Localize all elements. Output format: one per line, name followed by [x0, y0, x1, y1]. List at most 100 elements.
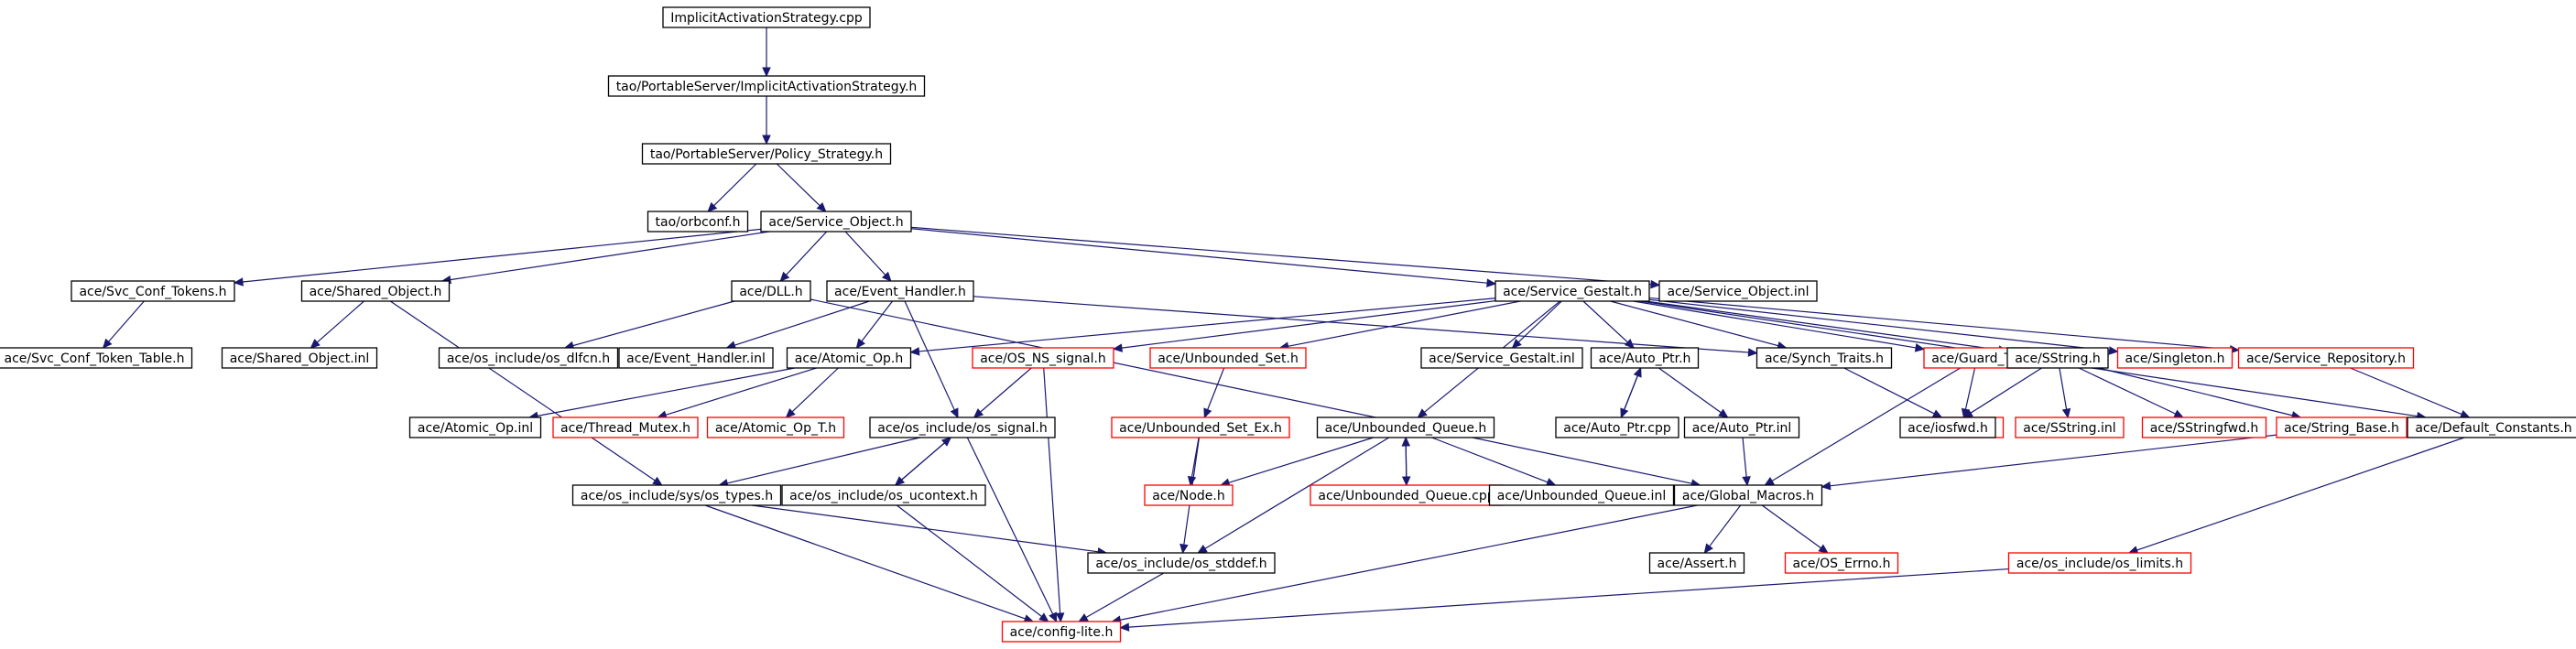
arrowhead-icon: [1931, 409, 1943, 418]
edge-line: [450, 231, 770, 281]
node-box: [826, 280, 974, 302]
node-ace-assert-h[interactable]: ace/Assert.h: [1648, 552, 1745, 574]
node-ace-os-include-os-dlfcn-h[interactable]: ace/os_include/os_dlfcn.h: [438, 347, 619, 369]
arrowhead-icon: [1742, 476, 1751, 487]
node-ace-event-handler-h[interactable]: ace/Event_Handler.h: [826, 280, 974, 302]
node-ace-node-h[interactable]: ace/Node.h: [1144, 484, 1234, 506]
edge-line: [776, 163, 821, 207]
node-ace-shared-object-h[interactable]: ace/Shared_Object.h: [300, 280, 451, 302]
node-label: ace/os_include/os_dlfcn.h: [447, 352, 610, 366]
node-ace-thread-mutex-h[interactable]: ace/Thread_Mutex.h: [552, 416, 699, 438]
node-box: [221, 347, 378, 369]
node-label: ace/DLL.h: [739, 285, 802, 299]
node-ace-shared-object-inl[interactable]: ace/Shared_Object.inl: [221, 347, 378, 369]
arrowhead-icon: [950, 407, 959, 419]
node-box: [1420, 347, 1583, 369]
edge-line: [844, 231, 886, 276]
node-box: [1658, 280, 1818, 302]
edges-layer: [102, 27, 2471, 632]
node-label: ace/Svc_Conf_Tokens.h: [79, 285, 226, 299]
node-ace-guard-t-h[interactable]: ace/Guard_T.h: [1923, 347, 2031, 369]
node-box: [552, 416, 699, 438]
edge-n39-n49: [704, 504, 1035, 623]
arrowhead-icon: [652, 476, 663, 486]
node-ace-event-handler-inl[interactable]: ace/Event_Handler.inl: [618, 347, 774, 369]
node-ace-auto-ptr-h[interactable]: ace/Auto_Ptr.h: [1590, 347, 1700, 369]
node-ace-sstring-inl[interactable]: ace/SString.inl: [2015, 416, 2125, 438]
node-box: [1648, 552, 1745, 574]
node-ace-unbounded-set-ex-h[interactable]: ace/Unbounded_Set_Ex.h: [1111, 416, 1290, 438]
node-ace-os-include-os-stddef-h[interactable]: ace/os_include/os_stddef.h: [1087, 552, 1276, 574]
node-ace-service-object-h[interactable]: ace/Service_Object.h: [760, 211, 912, 233]
arrowhead-icon: [1747, 348, 1758, 357]
node-ace-atomic-op-inl[interactable]: ace/Atomic_Op.inl: [408, 416, 542, 438]
node-ace-global-macros-h[interactable]: ace/Global_Macros.h: [1673, 484, 1823, 506]
edge-line: [1633, 300, 1917, 349]
arrowhead-icon: [1821, 481, 1831, 491]
edge-line: [108, 300, 145, 342]
node-ace-synch-traits-h[interactable]: ace/Synch_Traits.h: [1755, 347, 1893, 369]
node-ace-unbounded-queue-inl[interactable]: ace/Unbounded_Queue.inl: [1488, 484, 1675, 506]
node-ace-os-ns-signal-h[interactable]: ace/OS_NS_signal.h: [972, 347, 1114, 369]
arrowhead-icon: [1078, 613, 1089, 622]
node-ace-unbounded-set-h[interactable]: ace/Unbounded_Set.h: [1149, 347, 1307, 369]
edge-n44-n46: [1703, 504, 1742, 554]
node-ace-service-repository-h[interactable]: ace/Service_Repository.h: [2237, 347, 2415, 369]
nodes-layer: ImplicitActivationStrategy.cpp tao/Portab…: [0, 6, 2576, 643]
edge-n28-n39: [718, 437, 920, 488]
node-ace-svc-conf-tokens-h[interactable]: ace/Svc_Conf_Tokens.h: [71, 280, 235, 302]
arrowhead-icon: [1187, 475, 1197, 487]
node-label: ace/Service_Repository.h: [2246, 352, 2406, 366]
node-box: [2015, 416, 2125, 438]
node-ace-dll-h[interactable]: ace/DLL.h: [731, 280, 811, 302]
node-ace-auto-ptr-cpp[interactable]: ace/Auto_Ptr.cpp: [1555, 416, 1679, 438]
node-label: ace/Auto_Ptr.cpp: [1563, 421, 1671, 436]
node-ace-sstringfwd-h[interactable]: ace/SStringfwd.h: [2141, 416, 2267, 438]
node-ace-config-lite-h[interactable]: ace/config-lite.h: [1001, 621, 1122, 643]
node-ace-unbounded-queue-h[interactable]: ace/Unbounded_Queue.h: [1316, 416, 1495, 438]
node-ace-atomic-op-h[interactable]: ace/Atomic_Op.h: [786, 347, 912, 369]
node-ace-string-base-h[interactable]: ace/String_Base.h: [2276, 416, 2408, 438]
node-ace-iosfwd-h[interactable]: ace/iosfwd.h: [1899, 416, 1996, 438]
node-ace-auto-ptr-inl[interactable]: ace/Auto_Ptr.inl: [1683, 416, 1800, 438]
node-label: ImplicitActivationStrategy.cpp: [670, 11, 863, 26]
node-box: [2007, 552, 2192, 574]
edge-n4-n10: [910, 226, 1661, 289]
node-label: ace/SStringfwd.h: [2150, 421, 2259, 436]
node-ace-singleton-h[interactable]: ace/Singleton.h: [2116, 347, 2234, 369]
edge-n40-n28: [895, 437, 952, 486]
node-ace-os-errno-h[interactable]: ace/OS_Errno.h: [1784, 552, 1899, 574]
node-ace-service-gestalt-h[interactable]: ace/Service_Gestalt.h: [1495, 280, 1650, 302]
edge-line: [242, 228, 762, 283]
node-box: [2006, 347, 2109, 369]
node-label: ace/Event_Handler.h: [834, 285, 966, 299]
node-ace-os-include-sys-os-types-h[interactable]: ace/os_include/sys/os_types.h: [571, 484, 782, 506]
node-tao-portableserver-policy-strategy-h[interactable]: tao/PortableServer/Policy_Strategy.h: [641, 143, 892, 165]
arrowhead-icon: [1962, 408, 1973, 418]
node-label: tao/orbconf.h: [656, 215, 741, 230]
node-ace-atomic-op-t-h[interactable]: ace/Atomic_Op_T.h: [706, 416, 845, 438]
edge-n17-n29: [1203, 367, 1225, 419]
node-ace-os-include-os-limits-h[interactable]: ace/os_include/os_limits.h: [2007, 552, 2192, 574]
node-ace-service-object-inl[interactable]: ace/Service_Object.inl: [1658, 280, 1818, 302]
edge-n5-n11: [102, 300, 145, 349]
node-tao-orbconf-h[interactable]: tao/orbconf.h: [647, 211, 749, 233]
node-ace-os-include-os-ucontext-h[interactable]: ace/os_include/os_ucontext.h: [781, 484, 986, 506]
edge-line: [1620, 375, 1638, 418]
node-ace-svc-conf-token-table-h[interactable]: ace/Svc_Conf_Token_Table.h: [0, 347, 193, 369]
edge-line: [734, 300, 870, 346]
edge-line: [973, 296, 1749, 353]
edge-n7-n13: [563, 300, 735, 351]
edge-line: [2059, 367, 2068, 410]
edge-n1-n2: [762, 96, 771, 146]
node-box: [1111, 416, 1290, 438]
node-tao-portableserver-implicitactivationstrategy-h[interactable]: tao/PortableServer/ImplicitActivationStr…: [607, 75, 926, 97]
arrowhead-icon: [881, 271, 892, 282]
node-ace-sstring-h[interactable]: ace/SString.h: [2006, 347, 2109, 369]
node-ace-default-constants-h[interactable]: ace/Default_Constants.h: [2407, 416, 2576, 438]
arrowhead-icon: [310, 339, 321, 349]
edge-line: [1204, 437, 1390, 549]
node-ace-unbounded-queue-cpp[interactable]: ace/Unbounded_Queue.cpp: [1310, 484, 1504, 506]
node-ace-os-include-os-signal-h[interactable]: ace/os_include/os_signal.h: [869, 416, 1056, 438]
node-ace-service-gestalt-inl[interactable]: ace/Service_Gestalt.inl: [1420, 347, 1583, 369]
